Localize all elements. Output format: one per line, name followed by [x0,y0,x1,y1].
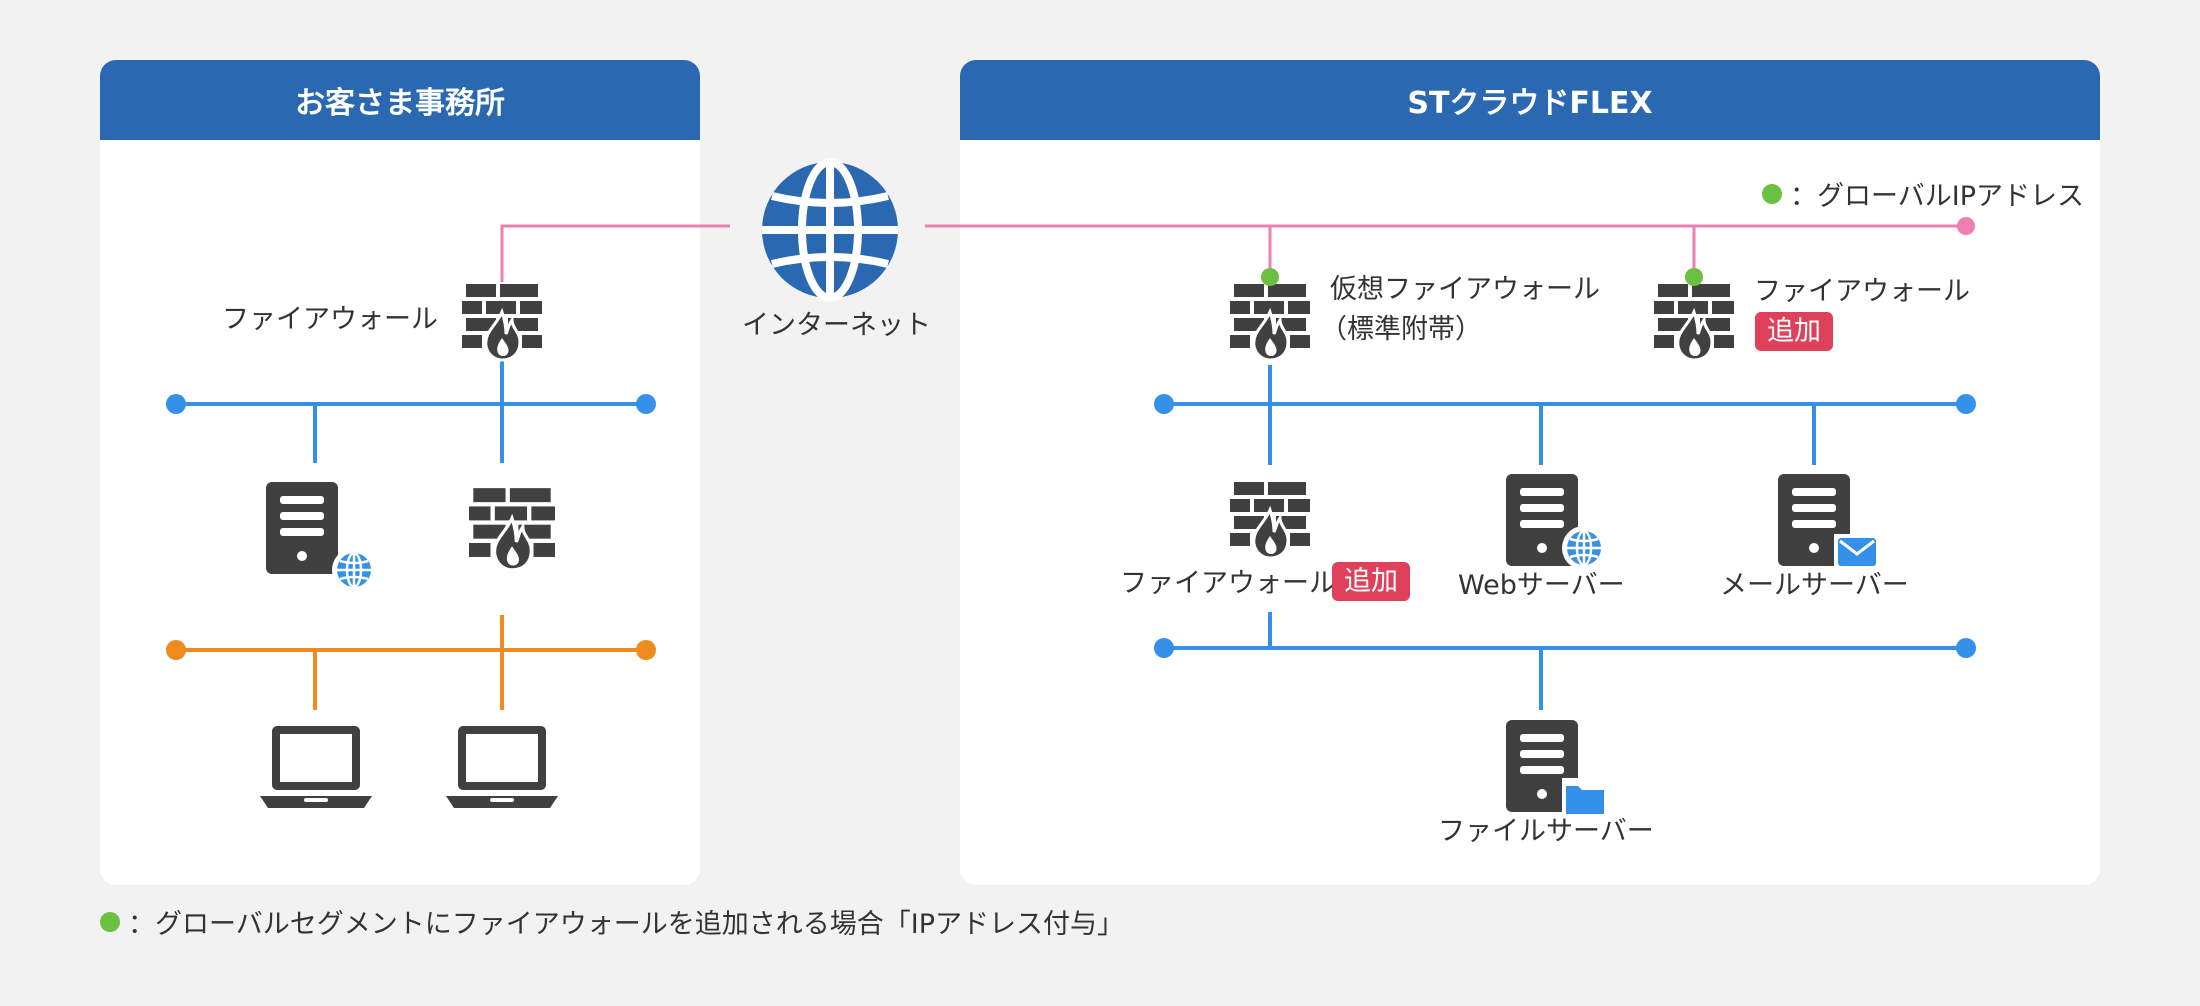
cloud-lan-2-end-right [1956,638,1976,658]
office-panel: お客さま事務所 [100,60,700,885]
cloud-panel: STクラウドFLEX [960,60,2100,885]
inner-firewall-badge: 追加 [1332,562,1410,602]
globe-icon [762,158,898,302]
added-firewall-label: ファイアウォール [1754,276,1970,307]
office-firewall-icon [462,282,542,362]
office-client-line [176,615,646,710]
web-server-label: Webサーバー [1458,570,1625,601]
cloud-lan-1-end-left [1154,394,1174,414]
footnote: ：グローバルセグメントにファイアウォールを追加される場合「IPアドレス付与」 [100,902,1124,941]
office-inner-firewall-icon [467,486,557,572]
internet-label: インターネット [742,310,931,341]
cloud-lan-2-end-left [1154,638,1174,658]
global-ip-dot [100,911,120,932]
file-server-icon [1506,720,1608,818]
internet-line-end [1957,217,1975,235]
laptop-icon [446,726,558,808]
cloud-lan-line-2 [1164,612,1966,710]
file-server-label: ファイルサーバー [1438,816,1654,847]
added-firewall-icon [1654,282,1734,362]
cloud-lan-1-end-right [1956,394,1976,414]
mail-server-icon [1778,474,1880,570]
folder-icon [1562,778,1608,818]
global-ip-dot [1261,268,1279,286]
virtual-firewall-icon [1230,282,1310,362]
cloud-title: STクラウドFLEX [960,60,2100,140]
virtual-firewall-label: 仮想ファイアウォール [1330,274,1600,305]
office-client-end-left [166,640,186,660]
global-ip-dot [1685,268,1703,286]
office-title: お客さま事務所 [100,60,700,140]
inner-firewall-icon [1230,480,1310,560]
office-client-end-right [636,640,656,660]
added-badge: 追加 [1755,312,1833,352]
cloud-lan-line-1 [1164,365,1966,465]
office-lan-end-right [636,394,656,414]
mail-icon [1834,534,1880,570]
web-server-icon [1506,474,1608,572]
laptop-icon [260,726,372,808]
footnote-text: ：グローバルセグメントにファイアウォールを追加される場合「IPアドレス付与」 [128,909,1124,940]
inner-firewall-label: ファイアウォール [1120,568,1336,599]
office-lan-line [176,360,646,463]
global-ip-legend: ：グローバルIPアドレス [1762,174,2084,213]
global-ip-dot [1762,183,1782,204]
virtual-firewall-note: （標準附帯） [1320,314,1482,345]
global-ip-legend-text: ：グローバルIPアドレス [1790,181,2084,212]
office-lan-end-left [166,394,186,414]
mail-server-label: メールサーバー [1720,570,1909,601]
office-web-server-icon [266,482,376,592]
office-firewall-label: ファイアウォール [222,304,438,335]
